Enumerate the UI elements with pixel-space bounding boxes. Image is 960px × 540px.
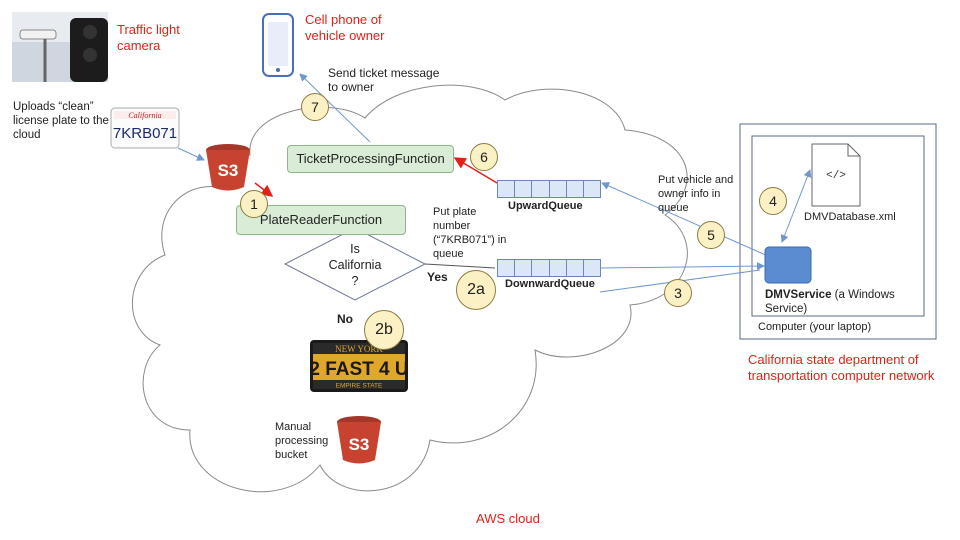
step-7: 7 xyxy=(301,93,329,121)
s3-bucket-icon: S3 xyxy=(206,144,250,191)
step-3: 3 xyxy=(664,279,692,307)
arrow-upward-to-ticket xyxy=(453,157,498,184)
downward-queue-label: DownwardQueue xyxy=(505,278,595,290)
network-frame xyxy=(739,123,937,340)
step-1: 1 xyxy=(240,190,268,218)
dmv-service-desc: (a Windows Service) xyxy=(765,289,895,315)
ny-plate-state: NEW YORK xyxy=(335,344,383,354)
s3-bucket-icon: S3 xyxy=(337,416,381,464)
phone-icon xyxy=(262,13,294,77)
ticket-processing-function[interactable]: TicketProcessingFunction xyxy=(287,145,454,173)
arrow-s3-to-reader xyxy=(254,182,274,197)
service-box-icon xyxy=(764,246,812,284)
new-york-plate: NEW YORK 2 FAST 4 U EMPIRE STATE xyxy=(309,340,409,392)
camera-icon xyxy=(12,12,108,82)
computer-frame xyxy=(751,135,925,317)
send-ticket-label: Send ticket message to owner xyxy=(328,66,440,94)
dmv-db-label: DMVDatabase.xml xyxy=(804,211,896,223)
step-2a: 2a xyxy=(456,270,496,310)
uploads-label: Uploads “clean” license plate to the clo… xyxy=(13,101,109,141)
ny-plate-footer: EMPIRE STATE xyxy=(336,383,383,390)
camera-label: Traffic light camera xyxy=(117,22,180,53)
s3-label-top: S3 xyxy=(218,161,239,180)
file-code-glyph: </> xyxy=(826,170,846,182)
california-plate: California 7KRB071 xyxy=(110,107,180,149)
upward-queue[interactable] xyxy=(497,180,601,198)
arrow-service-db xyxy=(780,169,812,243)
dmv-service-name: DMVService xyxy=(765,289,832,301)
network-label: California state department of transport… xyxy=(748,352,935,383)
yes-label: Yes xyxy=(427,270,448,284)
is-california-diamond xyxy=(283,227,427,301)
upward-queue-label: UpwardQueue xyxy=(508,200,583,212)
no-label: No xyxy=(337,312,353,326)
arrow-downward-to-service xyxy=(599,262,765,271)
put-vehicle-label: Put vehicle and owner info in queue xyxy=(658,174,734,214)
ca-plate-number: 7KRB071 xyxy=(113,125,177,142)
arrow-service-to-upward xyxy=(601,182,769,257)
is-california-label: Is California ? xyxy=(328,242,382,288)
step-4: 4 xyxy=(759,187,787,215)
s3-label-bottom: S3 xyxy=(349,435,370,454)
put-plate-label: Put plate number (“7KRB071”) in queue xyxy=(433,206,507,260)
arrow-ticket-to-phone xyxy=(299,73,371,143)
file-code-icon: </> xyxy=(811,143,861,207)
step-2b: 2b xyxy=(364,310,404,350)
step-6: 6 xyxy=(470,143,498,171)
arrow-yes-to-downward xyxy=(424,263,496,269)
arrow-plate-to-s3 xyxy=(177,147,205,161)
aws-cloud-label: AWS cloud xyxy=(476,511,540,526)
ca-plate-state: California xyxy=(128,111,161,120)
manual-bucket-label: Manual processing bucket xyxy=(275,421,329,461)
phone-label: Cell phone of vehicle owner xyxy=(305,12,385,43)
step-5: 5 xyxy=(697,221,725,249)
downward-queue[interactable] xyxy=(497,259,601,277)
ny-plate-number: 2 FAST 4 U xyxy=(309,359,408,380)
dmv-service-label: DMVService (a Windows Service) xyxy=(765,288,905,316)
computer-label: Computer (your laptop) xyxy=(758,321,872,333)
